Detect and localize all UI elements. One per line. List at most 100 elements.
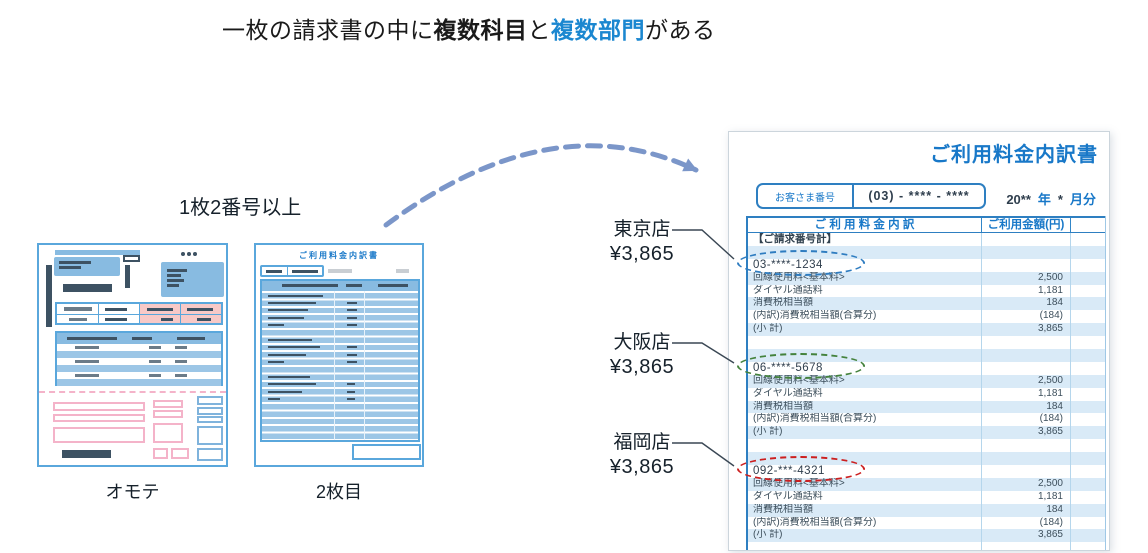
decorative-shape (1071, 465, 1105, 478)
decorative-shape: (184) (982, 516, 1071, 530)
decorative-shape (123, 255, 140, 262)
decorative-shape (180, 304, 181, 323)
store-name: 福岡店 (613, 432, 671, 453)
decorative-shape (1071, 297, 1105, 310)
bill-row: 回線使用料<基本料>2,500 (748, 374, 1105, 388)
decorative-shape: 3,865 (982, 529, 1071, 543)
decorative-shape: 消費税相当額 (748, 503, 982, 517)
decorative-shape (982, 452, 1071, 466)
decorative-shape (1071, 233, 1105, 246)
decorative-shape (268, 324, 284, 326)
decorative-shape (64, 307, 92, 311)
decorative-shape (1071, 362, 1105, 375)
bill-row: 回線使用料<基本料>2,500 (748, 477, 1105, 491)
decorative-shape: (内訳)消費税相当額(合算分) (748, 413, 982, 427)
decorative-shape (75, 374, 99, 377)
decorative-shape (266, 270, 282, 273)
store-amount: ¥3,865 (609, 356, 675, 378)
decorative-shape: 184 (982, 400, 1071, 414)
decorative-shape (982, 439, 1071, 453)
bill-row (748, 542, 1105, 550)
decorative-shape (57, 314, 221, 315)
decorative-shape (268, 317, 304, 319)
decorative-shape (53, 402, 145, 411)
page2-doc-thumbnail: ご利用料金内訳書 (254, 243, 424, 467)
decorative-shape: ダイヤル通話料 (748, 284, 982, 298)
decorative-shape (171, 448, 189, 459)
decorative-shape: 複数科目 (433, 17, 528, 43)
decorative-shape: と (527, 17, 551, 43)
decorative-shape (982, 233, 1071, 246)
decorative-shape (287, 267, 288, 275)
decorative-shape (396, 269, 409, 273)
decorative-shape (1071, 504, 1105, 517)
decorative-shape: 20** (1006, 192, 1031, 207)
bill-card: ご利用料金内訳書 お客さま番号 (03) - **** - **** 20**年… (728, 131, 1110, 551)
decorative-shape (748, 542, 982, 550)
bill-row (748, 439, 1105, 453)
column-header-detail: ご 利 用 料 金 内 訳 (748, 218, 982, 232)
flow-arrow (383, 143, 699, 228)
decorative-shape: ダイヤル通話料 (748, 387, 982, 401)
decorative-shape (59, 261, 91, 264)
decorative-shape (161, 318, 173, 321)
decorative-shape (197, 318, 211, 321)
decorative-shape (197, 448, 223, 461)
decorative-shape (260, 279, 420, 442)
store-name: 東京店 (613, 219, 671, 240)
bill-row: (小 計)3,865 (748, 426, 1105, 440)
decorative-shape: 1,181 (982, 284, 1071, 298)
callout-tokyo: 東京店 ¥3,865 (600, 218, 684, 266)
decorative-shape (262, 291, 418, 440)
decorative-shape (1071, 272, 1105, 285)
customer-number-box: お客さま番号 (03) - **** - **** (756, 183, 986, 209)
decorative-shape (149, 346, 161, 349)
decorative-shape (268, 339, 312, 341)
decorative-shape: 2,500 (982, 477, 1071, 491)
decorative-shape (268, 391, 302, 393)
decorative-shape (1071, 388, 1105, 401)
decorative-shape (153, 400, 183, 408)
decorative-shape: (小 計) (748, 426, 982, 440)
omote-doc-thumbnail (37, 243, 228, 467)
decorative-shape (1071, 529, 1105, 542)
page2-doc-label: 2枚目 (315, 482, 362, 502)
bill-row: (内訳)消費税相当額(合算分)(184) (748, 310, 1105, 324)
decorative-shape (69, 318, 87, 321)
phone-oval-tokyo (737, 249, 865, 276)
decorative-shape (1071, 439, 1105, 452)
decorative-shape (268, 346, 320, 348)
callout-osaka: 大阪店 ¥3,865 (600, 331, 684, 379)
decorative-shape (334, 291, 335, 440)
decorative-shape (982, 349, 1071, 362)
decorative-shape: ダイヤル通話料 (748, 490, 982, 504)
decorative-shape (347, 383, 355, 385)
bill-title: ご利用料金内訳書 (930, 144, 1098, 166)
decorative-shape (75, 360, 99, 363)
decorative-shape (57, 351, 221, 358)
decorative-shape (1071, 491, 1105, 504)
decorative-shape: 3,865 (982, 323, 1071, 337)
decorative-shape (347, 391, 355, 393)
decorative-shape (1071, 478, 1105, 491)
page2-doc-title: ご利用料金内訳書 (299, 251, 379, 260)
decorative-shape (982, 361, 1071, 375)
decorative-shape (153, 423, 183, 443)
column-header-extra (1071, 218, 1105, 232)
decorative-shape (347, 398, 355, 400)
decorative-shape (181, 252, 185, 256)
decorative-shape: 回線使用料<基本料> (748, 374, 982, 388)
decorative-shape (268, 376, 310, 378)
omote-doc-label: オモテ (105, 482, 160, 502)
decorative-shape (53, 427, 145, 443)
billing-period: 20**年*月分 (1006, 189, 1096, 208)
decorative-shape: 1,181 (982, 387, 1071, 401)
decorative-shape (982, 336, 1071, 350)
decorative-shape (98, 304, 99, 323)
